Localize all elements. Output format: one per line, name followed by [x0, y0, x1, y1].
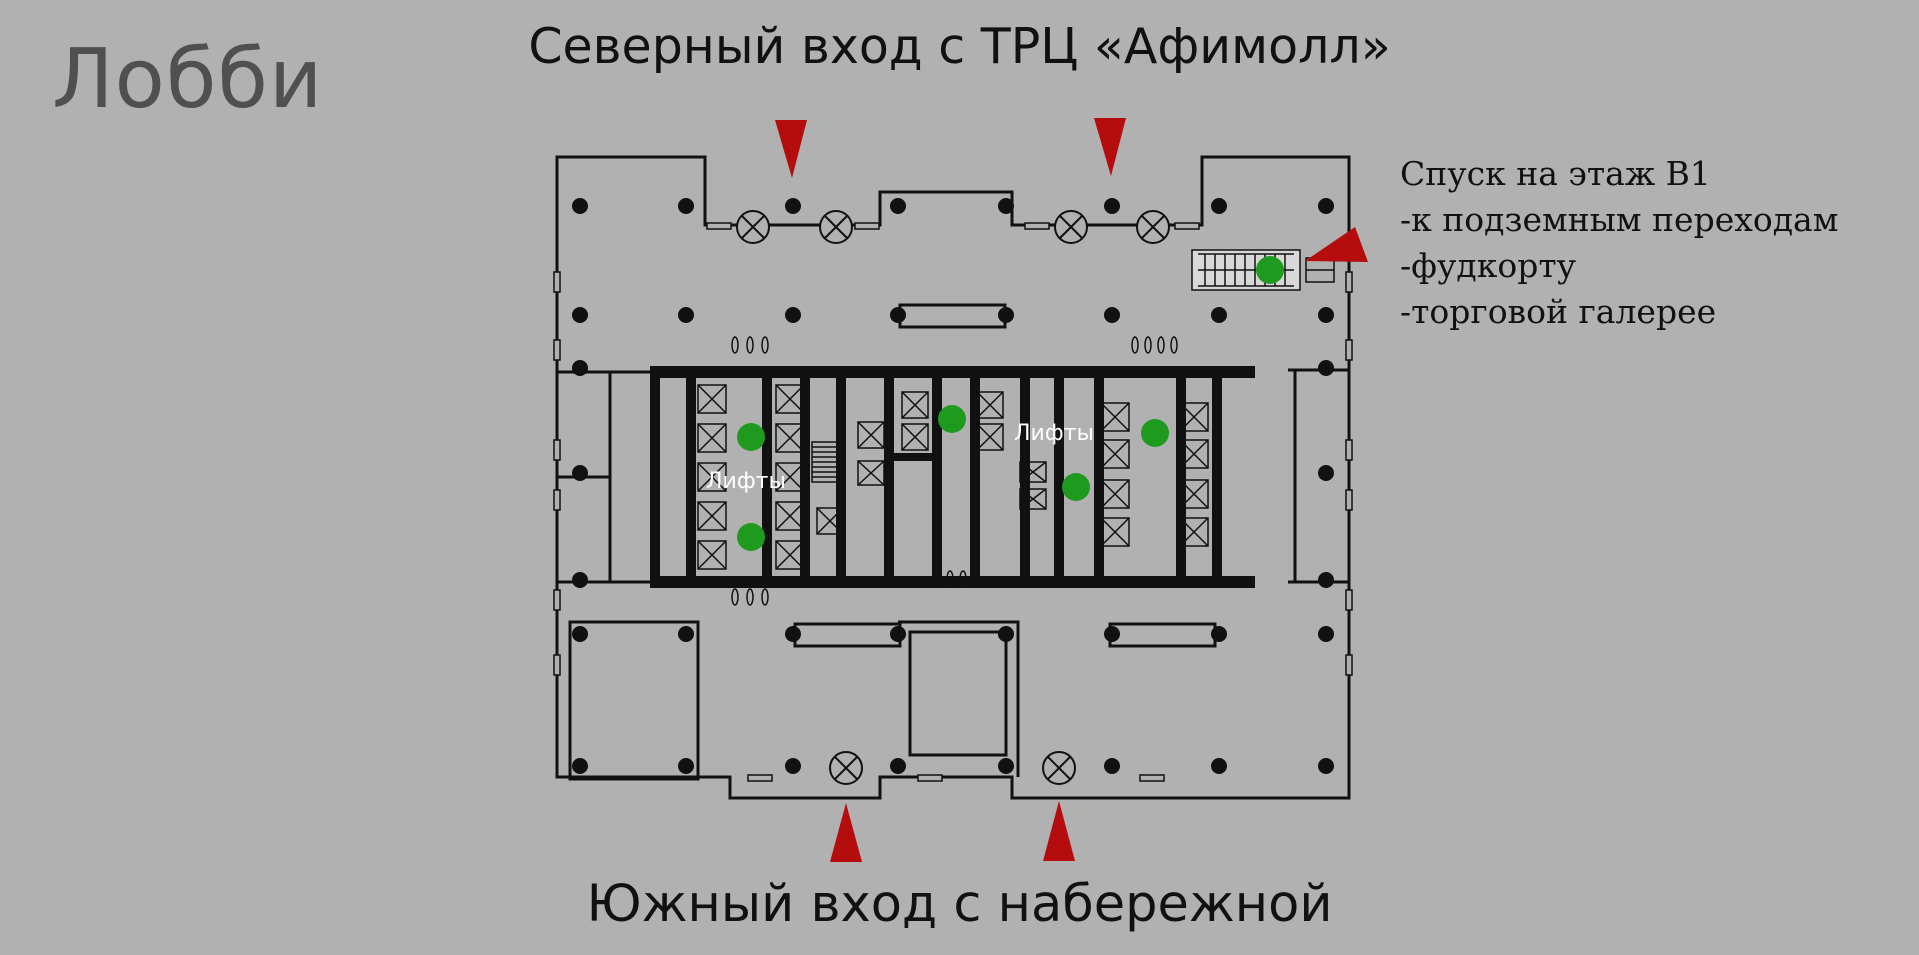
south-entrance-arrow-icon — [1043, 801, 1075, 861]
wall-slots — [553, 222, 1353, 782]
south-entrance-label: Южный вход с набережной — [586, 875, 1333, 934]
south-entrance-arrow-icon — [830, 803, 862, 862]
descent-arrow-icon — [1305, 227, 1368, 262]
north-entrance-label: Северный вход с ТРЦ «Афимолл» — [0, 18, 1919, 75]
stair-icon — [811, 441, 843, 483]
descent-item: -торговой галерее — [1400, 292, 1717, 331]
elevator-label: Лифты — [1014, 421, 1094, 446]
core-walls — [650, 366, 1255, 588]
ovals — [731, 336, 1178, 606]
north-entrance-text: Северный вход с ТРЦ «Афимолл» — [528, 18, 1391, 75]
revolving-door-icon — [1136, 210, 1170, 244]
descent-item: -к подземным переходам — [1400, 200, 1839, 239]
elevator-label: Лифты — [706, 469, 786, 494]
north-entrance-arrow-icon — [1094, 118, 1126, 176]
descent-item: -фудкорту — [1400, 246, 1577, 285]
revolving-door-icon — [819, 210, 853, 244]
elevator-group — [697, 384, 1209, 570]
north-entrance-arrow-icon — [775, 120, 807, 178]
highlight-dots — [737, 256, 1284, 551]
revolving-door-icon — [1054, 210, 1088, 244]
elevator-labels: Лифты Лифты — [706, 421, 1094, 494]
descent-info: Спуск на этаж B1 -к подземным переходам … — [1400, 151, 1838, 335]
entrance-markers — [775, 118, 1368, 862]
revolving-door-icon — [736, 210, 770, 244]
page-title: Лобби — [52, 32, 324, 127]
revolving-door-icon — [1042, 751, 1076, 785]
revolving-door-icon — [829, 751, 863, 785]
elevator-cars — [697, 384, 1209, 570]
revolving-doors — [736, 210, 1170, 785]
descent-heading: Спуск на этаж B1 — [1400, 154, 1711, 193]
columns — [572, 198, 1334, 774]
